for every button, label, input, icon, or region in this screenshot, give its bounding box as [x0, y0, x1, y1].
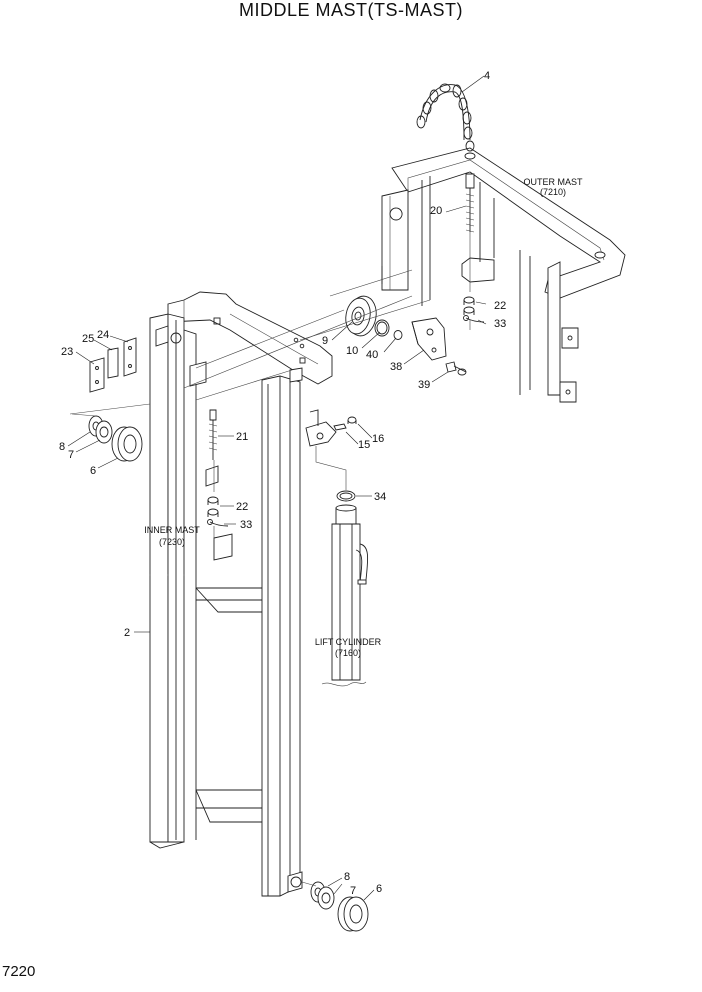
- lift-chain: [416, 83, 475, 152]
- callout-4: 4: [484, 70, 490, 82]
- callout-8-upper: 8: [59, 441, 65, 453]
- side-roller-pad: [123, 337, 137, 377]
- callout-33-lower: 33: [240, 519, 252, 531]
- callout-33-upper: 33: [494, 318, 506, 330]
- hex-bolt: [445, 361, 467, 376]
- callout-21: 21: [236, 431, 248, 443]
- assembly-centerlines: [69, 232, 471, 887]
- callout-6-upper: 6: [90, 465, 96, 477]
- callout-15: 15: [358, 439, 370, 451]
- callout-6-lower: 6: [376, 883, 382, 895]
- callout-10: 10: [346, 345, 358, 357]
- chain-anchor-bolt: [208, 409, 218, 460]
- page-number: 7220: [2, 963, 36, 980]
- lift-cylinder-code: (7160): [335, 648, 361, 658]
- nut-upper: [463, 296, 475, 315]
- outer-mast: [381, 147, 626, 403]
- nut-lower: [207, 496, 219, 517]
- chain-sheave: [345, 295, 377, 337]
- callout-16: 16: [372, 433, 384, 445]
- page-title: MIDDLE MAST(TS-MAST): [239, 0, 463, 20]
- callout-7-lower: 7: [350, 885, 356, 897]
- shim-lower: [317, 886, 335, 910]
- pin: [333, 423, 347, 431]
- load-roller-upper: [111, 426, 143, 462]
- callout-20: 20: [430, 205, 442, 217]
- callouts: 4 20 22 33 9 10 40 38 39 25 24 23 8 7 6 …: [59, 70, 506, 897]
- nut: [347, 416, 357, 424]
- callout-22-lower: 22: [236, 501, 248, 513]
- inner-mast-label: INNER MAST: [144, 525, 200, 535]
- callout-40: 40: [366, 349, 378, 361]
- anchor-bolt: [465, 173, 475, 233]
- callout-23: 23: [61, 346, 73, 358]
- callout-24: 24: [97, 329, 109, 341]
- callout-39: 39: [418, 379, 430, 391]
- leader-lines: [67, 75, 487, 901]
- snap-ring: [374, 319, 390, 337]
- callout-25: 25: [82, 333, 94, 345]
- inner-mast-ghost: [149, 574, 185, 576]
- callout-7-upper: 7: [68, 449, 74, 461]
- split-pin-upper: [463, 315, 485, 323]
- split-pin-lower: [207, 519, 229, 527]
- callout-9: 9: [322, 335, 328, 347]
- callout-2: 2: [124, 627, 130, 639]
- middle-mast: [149, 291, 337, 897]
- spacer-washer: [393, 330, 403, 340]
- callout-34: 34: [374, 491, 386, 503]
- callout-38: 38: [390, 361, 402, 373]
- callout-8-lower: 8: [344, 871, 350, 883]
- shim-upper: [95, 420, 113, 444]
- callout-22-upper: 22: [494, 300, 506, 312]
- sheave-bracket: [411, 317, 447, 361]
- load-roller-lower: [337, 896, 369, 932]
- outer-mast-code: (7210): [540, 187, 566, 197]
- shim-plate: [89, 357, 105, 393]
- lift-cylinder-label: LIFT CYLINDER: [315, 637, 382, 647]
- o-ring: [336, 490, 356, 502]
- shim: [107, 347, 119, 379]
- inner-mast-code: (7230): [159, 537, 185, 547]
- outer-mast-label: OUTER MAST: [523, 177, 583, 187]
- lift-cylinder: [321, 504, 369, 687]
